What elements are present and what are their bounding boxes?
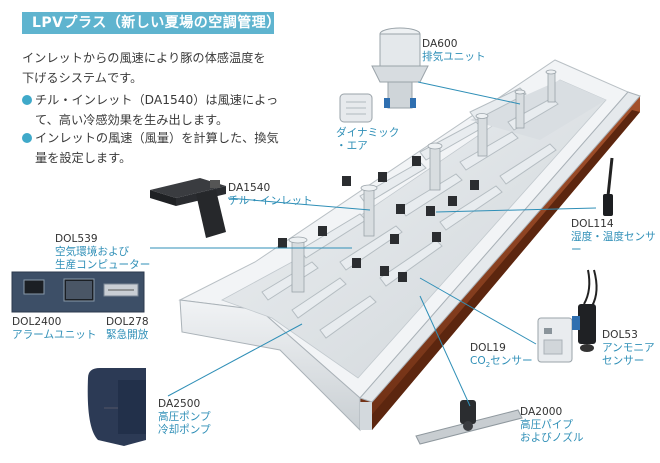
label-dol539-line-2: 生産コンピューター [55, 259, 151, 271]
diagram-title: LPVプラス（新しい夏場の空調管理） [22, 12, 280, 34]
label-dol19-name: CO2センサー [470, 355, 533, 372]
label-dynamic-air-line-2: ・エア [336, 140, 368, 152]
intro-text: インレットからの風速により豚の体感温度を 下げるシステムです。 [22, 48, 292, 88]
label-da2000-code: DA2000 [520, 406, 563, 418]
label-da1540-name: チル・インレット [228, 195, 313, 207]
label-da600: DA600 排気ユニット [422, 38, 486, 64]
intro-line-2: 下げるシステムです。 [22, 71, 143, 85]
label-dol539-line-1: 空気環境および [55, 246, 130, 258]
leader-lines [150, 81, 597, 407]
intro-line-1: インレットからの風速により豚の体感温度を [22, 51, 266, 65]
label-dol53-code: DOL53 [602, 329, 638, 341]
dol53-ammonia-sensor [572, 269, 598, 352]
da2000-pipe-nozzle [415, 400, 523, 445]
da600-exhaust-unit [371, 27, 429, 109]
da1540-chill-inlet [150, 178, 226, 238]
label-da1540-code: DA1540 [228, 182, 271, 194]
dol19-co2-sensor [537, 317, 573, 363]
label-dol2400-name: アラームユニット [12, 329, 97, 341]
bullet-item-2: インレットの風速（風量）を計算した、換気 量を設定します。 [22, 128, 302, 168]
label-dynamic-air: ダイナミック ・エア [336, 127, 399, 153]
label-da2500-line-2: 冷却ポンプ [158, 424, 211, 436]
da2500-pump [87, 368, 146, 446]
label-da2500: DA2500 高圧ポンプ 冷却ポンプ [158, 398, 211, 437]
bullet-1-line-2: て、高い冷感効果を生み出します。 [35, 113, 229, 127]
label-dol278: DOL278 緊急開放 [106, 316, 149, 342]
label-da2000-line-2: およびノズル [520, 432, 584, 444]
label-dol19-name-pre: CO [470, 355, 486, 367]
label-dol53-line-1: アンモニア [602, 342, 655, 354]
label-da600-code: DA600 [422, 38, 458, 50]
label-dol19-name-post: センサー [490, 355, 533, 367]
bullet-2-line-1: インレットの風速（風量）を計算した、換気 [35, 131, 279, 145]
label-dol53-line-2: センサー [602, 355, 645, 367]
label-dol2400: DOL2400 アラームユニット [12, 316, 96, 342]
wall-inlets [278, 156, 479, 282]
dol114-humidity-sensor [603, 157, 614, 216]
label-da2500-code: DA2500 [158, 398, 201, 410]
control-panel [11, 271, 145, 313]
label-da2500-line-1: 高圧ポンプ [158, 411, 211, 423]
bullet-dot-icon [22, 95, 32, 105]
label-da1540: DA1540 チル・インレット [228, 182, 313, 208]
label-dol114: DOL114 湿度・温度センサー [571, 218, 660, 257]
label-dol19-code: DOL19 [470, 342, 506, 354]
label-dol114-code: DOL114 [571, 218, 614, 230]
label-dol278-name: 緊急開放 [106, 329, 149, 341]
label-dol114-name: 湿度・温度センサー [571, 231, 656, 256]
label-dynamic-air-line-1: ダイナミック [336, 127, 400, 139]
label-dol278-code: DOL278 [106, 316, 149, 328]
label-dol19: DOL19 CO2センサー [470, 342, 533, 372]
bullet-2-line-2: 量を設定します。 [35, 151, 132, 165]
bullet-item-1: チル・インレット（DA1540）は風速によっ て、高い冷感効果を生み出します。 [22, 90, 302, 130]
air-ducts [288, 69, 557, 293]
bullet-dot-icon [22, 133, 32, 143]
label-da600-name: 排気ユニット [422, 51, 486, 63]
label-dol539-code: DOL539 [55, 233, 98, 245]
label-dol539: DOL539 空気環境および 生産コンピューター [55, 233, 150, 272]
dynamic-air-unit [339, 93, 373, 123]
label-da2000-line-1: 高圧パイプ [520, 419, 573, 431]
label-dol19-name-sub: 2 [485, 361, 491, 370]
label-dol53: DOL53 アンモニア センサー [602, 329, 655, 368]
label-dol2400-code: DOL2400 [12, 316, 62, 328]
bullet-1-line-1: チル・インレット（DA1540）は風速によっ [35, 93, 279, 107]
label-da2000: DA2000 高圧パイプ およびノズル [520, 406, 584, 445]
